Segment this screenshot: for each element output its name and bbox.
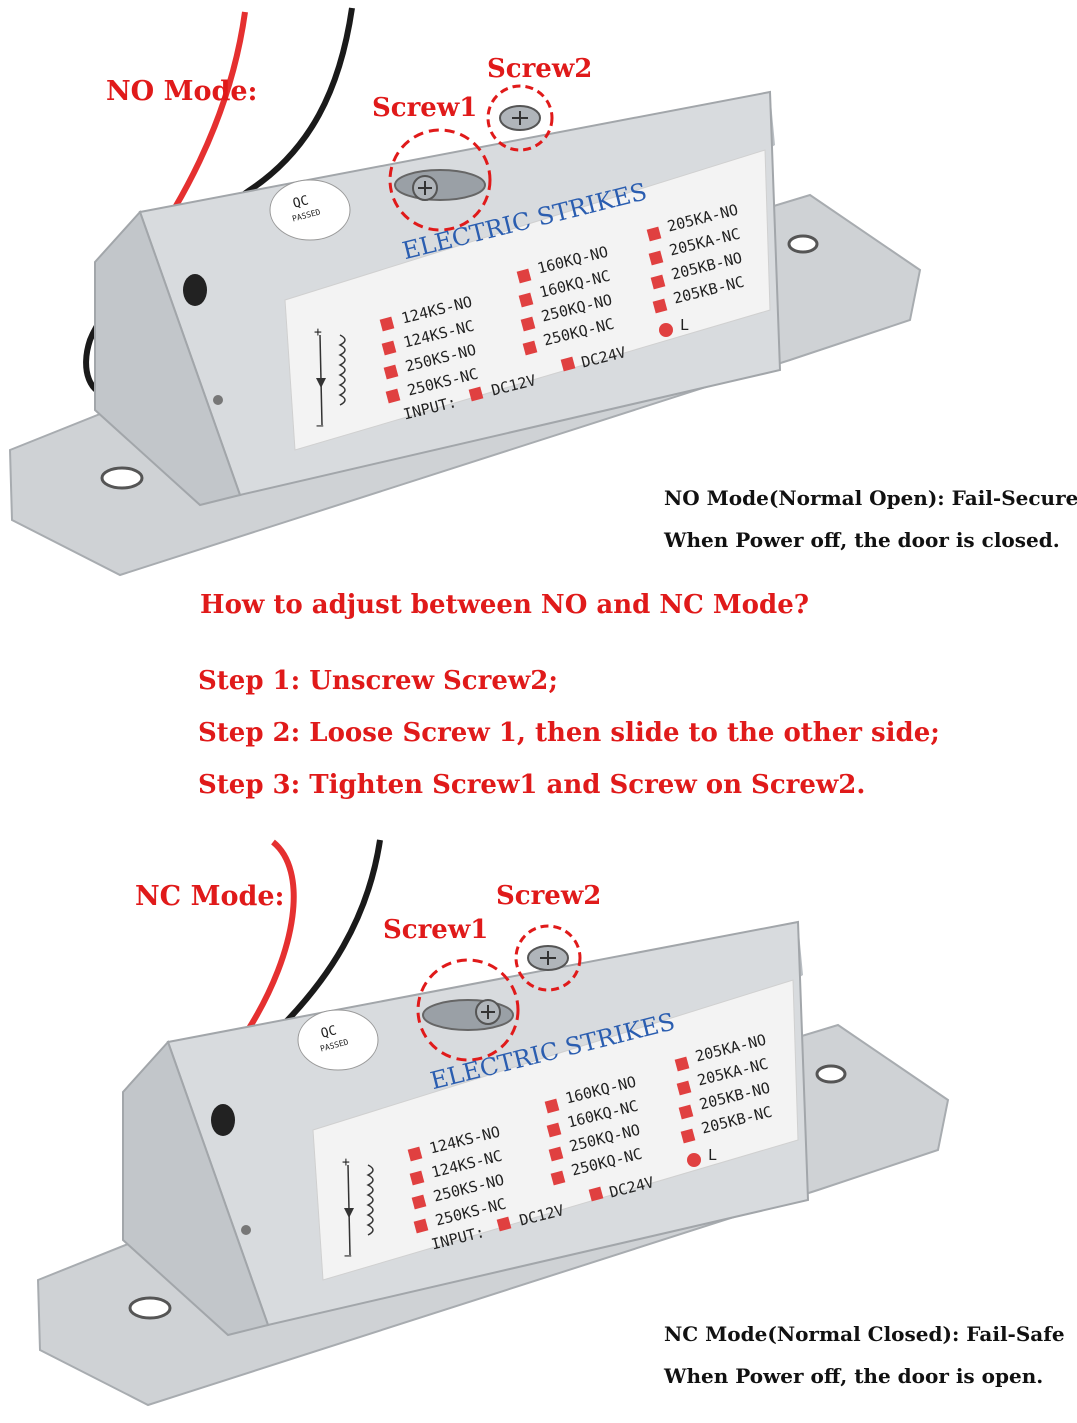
step-3: Step 3: Tighten Screw1 and Screw on Scre… bbox=[198, 770, 866, 800]
lock-body-front bbox=[166, 920, 810, 1327]
mounting-plate bbox=[8, 193, 922, 577]
top-note-line2: When Power off, the door is closed. bbox=[664, 528, 1060, 552]
model-205ka-nc: 205KA-NC bbox=[667, 224, 742, 260]
brand-text: ELECTRIC STRIKES bbox=[399, 177, 650, 266]
bottom-mode-label: NC Mode: bbox=[135, 881, 285, 912]
model-250kq-nc: 250KQ-NC bbox=[541, 314, 616, 350]
bottom-screw2-label: Screw2 bbox=[496, 881, 602, 911]
top-screw1-label: Screw1 bbox=[372, 93, 478, 123]
qc-sticker bbox=[297, 1009, 379, 1071]
screw2-highlight bbox=[514, 924, 582, 992]
model-205kb-nc: 205KB-NC bbox=[671, 272, 746, 308]
model-250ks-no: 250KS-NO bbox=[403, 340, 478, 376]
model-250kq-no: 250KQ-NO bbox=[539, 290, 614, 326]
screw2-highlight bbox=[486, 84, 554, 152]
brand-text: ELECTRIC STRIKES bbox=[427, 1007, 678, 1096]
minus-sign: − bbox=[316, 419, 324, 434]
model-250kq-nc: 250KQ-NC bbox=[569, 1144, 644, 1180]
adjust-question: How to adjust between NO and NC Mode? bbox=[200, 590, 809, 620]
model-250ks-nc: 250KS-NC bbox=[405, 364, 480, 400]
model-160kq-no: 160KQ-NO bbox=[535, 242, 610, 278]
lock-body-side bbox=[94, 210, 242, 507]
model-205ka-nc: 205KA-NC bbox=[695, 1054, 770, 1090]
top-mode-label: NO Mode: bbox=[106, 76, 258, 107]
screw1-highlight bbox=[388, 128, 492, 232]
lock-body-top bbox=[95, 92, 775, 505]
lock-body-front bbox=[138, 90, 782, 497]
input-dc12v: DC12V bbox=[517, 1201, 566, 1230]
model-l: L bbox=[680, 316, 690, 334]
input-dc24v: DC24V bbox=[579, 343, 628, 372]
qc-text: QC bbox=[291, 193, 311, 212]
model-160kq-no: 160KQ-NO bbox=[563, 1072, 638, 1108]
passed-text: PASSED bbox=[291, 207, 322, 224]
passed-text: PASSED bbox=[319, 1037, 350, 1054]
model-160kq-nc: 160KQ-NC bbox=[537, 266, 612, 302]
model-205kb-no: 205KB-NO bbox=[669, 248, 744, 284]
qc-sticker bbox=[269, 179, 351, 241]
model-124ks-no: 124KS-NO bbox=[427, 1122, 502, 1158]
lock-body-side bbox=[122, 1040, 270, 1337]
qc-text: QC bbox=[319, 1023, 339, 1042]
step-2: Step 2: Loose Screw 1, then slide to the… bbox=[198, 718, 940, 748]
input-label: INPUT: bbox=[401, 392, 459, 424]
model-160kq-nc: 160KQ-NC bbox=[565, 1096, 640, 1132]
red-wire bbox=[94, 11, 248, 397]
model-124ks-nc: 124KS-NC bbox=[429, 1146, 504, 1182]
top-screw2-label: Screw2 bbox=[487, 54, 593, 84]
input-dc24v: DC24V bbox=[607, 1173, 656, 1202]
bottom-note-line2: When Power off, the door is open. bbox=[664, 1364, 1044, 1388]
label-panel bbox=[312, 979, 799, 1281]
plus-sign: + bbox=[314, 325, 322, 340]
model-205ka-no: 205KA-NO bbox=[665, 200, 740, 236]
model-205ka-no: 205KA-NO bbox=[693, 1030, 768, 1066]
model-205kb-no: 205KB-NO bbox=[697, 1078, 772, 1114]
model-124ks-no: 124KS-NO bbox=[399, 292, 474, 328]
model-l: L bbox=[708, 1146, 718, 1164]
input-label: INPUT: bbox=[429, 1222, 487, 1254]
mounting-plate bbox=[36, 1023, 950, 1407]
model-205kb-nc: 205KB-NC bbox=[699, 1102, 774, 1138]
screw1-highlight bbox=[416, 958, 520, 1062]
model-250ks-no: 250KS-NO bbox=[431, 1170, 506, 1206]
screw1-head bbox=[412, 175, 438, 201]
lock-body-top bbox=[123, 922, 803, 1335]
bottom-note-line1: NC Mode(Normal Closed): Fail-Safe bbox=[664, 1322, 1065, 1346]
top-note-line1: NO Mode(Normal Open): Fail-Secure bbox=[664, 486, 1077, 510]
plate-hole-right bbox=[815, 1064, 847, 1084]
screw2-head bbox=[499, 105, 541, 131]
plate-hole-left bbox=[128, 1296, 172, 1320]
step-1: Step 1: Unscrew Screw2; bbox=[198, 666, 558, 696]
model-250kq-no: 250KQ-NO bbox=[567, 1120, 642, 1156]
plate-hole-right bbox=[787, 234, 819, 254]
bottom-screw1-label: Screw1 bbox=[383, 915, 489, 945]
input-dc12v: DC12V bbox=[489, 371, 538, 400]
screw1-head bbox=[475, 999, 501, 1025]
screw2-head bbox=[527, 945, 569, 971]
plus-sign: + bbox=[342, 1155, 350, 1170]
minus-sign: − bbox=[344, 1249, 352, 1264]
label-panel bbox=[284, 149, 771, 451]
black-wire bbox=[83, 7, 355, 398]
plate-hole-left bbox=[100, 466, 144, 490]
model-250ks-nc: 250KS-NC bbox=[433, 1194, 508, 1230]
model-124ks-nc: 124KS-NC bbox=[401, 316, 476, 352]
